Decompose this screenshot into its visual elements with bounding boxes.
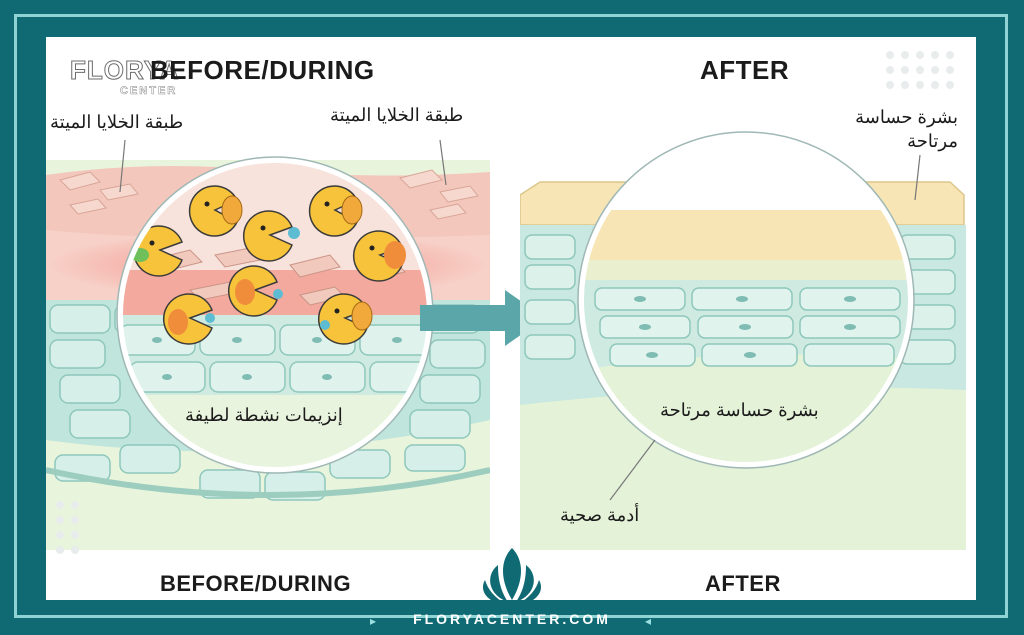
footer-website: FLORYACENTER.COM xyxy=(413,611,611,627)
enzyme-magnifier-view xyxy=(120,160,430,470)
callout-line xyxy=(439,139,447,186)
florya-leaf-logo xyxy=(482,548,542,604)
magnifier-ring-right xyxy=(578,132,914,468)
callout-line xyxy=(609,439,656,501)
label-dead-cells-left: طبقة الخلايا الميتة xyxy=(50,112,184,132)
decorative-dots xyxy=(56,51,954,554)
frame-border xyxy=(14,14,1008,618)
callout-line xyxy=(119,139,126,193)
brand-logo-text: FLORYA xyxy=(70,55,180,86)
label-healthy-dermis: أدمة صحية xyxy=(560,505,640,525)
footer-arrow-right-icon: ◂ xyxy=(645,614,652,628)
label-sensitive-skin-circle: بشرة حساسة مرتاحة xyxy=(660,400,819,420)
after-title-top: AFTER xyxy=(700,55,790,85)
label-sensitive-skin-top: بشرة حساسة مرتاحة xyxy=(855,107,958,151)
transition-arrow xyxy=(420,290,545,346)
before-title-top: BEFORE/DURING xyxy=(150,55,375,85)
enzyme-icon-group xyxy=(131,185,406,345)
after-title-bottom: AFTER xyxy=(705,571,781,596)
label-dead-cells-right: طبقة الخلايا الميتة xyxy=(330,105,464,125)
before-title-bottom: BEFORE/DURING xyxy=(160,571,352,596)
footer-arrow-left-icon: ▸ xyxy=(370,614,377,628)
label-enzymes: إنزيمات نشطة لطيفة xyxy=(185,405,343,425)
brand-logo-subtext: CENTER xyxy=(120,85,178,98)
callout-line xyxy=(914,154,921,201)
